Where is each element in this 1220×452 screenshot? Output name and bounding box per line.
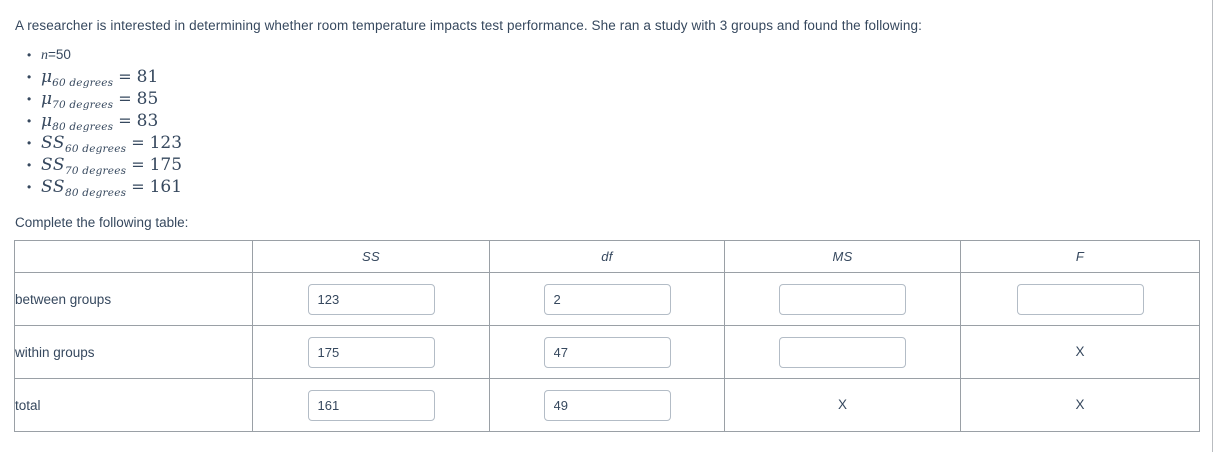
table-row: total X X xyxy=(14,378,1200,432)
equals-mu-70: = xyxy=(118,89,132,108)
not-applicable-mark: X xyxy=(1075,344,1085,359)
value-mu-80: 83 xyxy=(136,111,159,131)
input-between-groups-f[interactable] xyxy=(1016,283,1144,315)
given-item-n: n=50 xyxy=(15,44,182,66)
input-between-groups-ss[interactable] xyxy=(307,283,435,315)
math-expression-ss-60: SS60 degrees =123 xyxy=(41,133,183,155)
input-between-groups-ms[interactable] xyxy=(779,283,906,315)
symbol-ss-60: SS xyxy=(41,133,65,153)
subscript-mu-60: 60 degrees xyxy=(52,77,114,89)
symbol-mu-80: μ xyxy=(41,111,53,131)
input-within-groups-df[interactable] xyxy=(543,336,671,368)
symbol-mu-70: μ xyxy=(41,89,53,109)
given-item-ss-80: SS80 degrees =161 xyxy=(15,176,183,199)
table-instruction: Complete the following table: xyxy=(15,215,189,230)
header-ss: SS xyxy=(252,240,490,273)
math-expression-mu-60: μ60 degrees =81 xyxy=(41,67,159,89)
cell-total-ss xyxy=(252,378,490,432)
not-applicable-mark: X xyxy=(1075,397,1085,412)
cell-between-groups-ms xyxy=(724,272,961,326)
cell-between-groups-f xyxy=(960,272,1200,326)
page-right-rule xyxy=(1212,0,1213,452)
table-header-row: SS df MS F xyxy=(14,240,1200,273)
header-blank xyxy=(14,240,253,273)
cell-between-groups-ss xyxy=(252,272,490,326)
cell-within-groups-ms xyxy=(724,325,961,379)
cell-within-groups-f: X xyxy=(960,325,1200,379)
subscript-mu-70: 70 degrees xyxy=(52,99,114,111)
subscript-ss-60: 60 degrees xyxy=(65,143,127,155)
subscript-ss-70: 70 degrees xyxy=(65,165,127,177)
subscript-ss-80: 80 degrees xyxy=(65,187,127,199)
math-expression-mu-80: μ80 degrees =83 xyxy=(41,111,159,133)
given-item-mu-60: μ60 degrees =81 xyxy=(15,66,182,89)
row-label-between-groups: between groups xyxy=(14,272,253,326)
given-values-list: n=50 μ60 degrees=81 μ70 degrees=85 μ80 d… xyxy=(15,44,183,199)
not-applicable-mark: X xyxy=(837,397,847,412)
cell-within-groups-df xyxy=(489,325,725,379)
cell-between-groups-df xyxy=(489,272,725,326)
header-ms: MS xyxy=(724,240,961,273)
given-item-ss-70: SS70 degrees =175 xyxy=(15,154,183,177)
input-total-df[interactable] xyxy=(543,389,671,421)
cell-total-f: X xyxy=(960,378,1200,432)
input-within-groups-ms[interactable] xyxy=(779,336,906,368)
equals-ss-80: = xyxy=(131,177,145,196)
value-ss-70: 175 xyxy=(149,155,183,175)
equals-ss-60: = xyxy=(131,133,145,152)
value-mu-60: 81 xyxy=(136,67,159,87)
subscript-mu-80: 80 degrees xyxy=(52,121,114,133)
header-f: F xyxy=(960,240,1200,273)
value-mu-70: 85 xyxy=(136,89,159,109)
symbol-n: n xyxy=(41,48,48,63)
math-expression-mu-70: μ70 degrees =85 xyxy=(41,89,159,111)
value-ss-80: 161 xyxy=(149,177,183,197)
math-expression-ss-70: SS70 degrees =175 xyxy=(41,155,183,177)
cell-total-ms: X xyxy=(724,378,961,432)
table-row: within groups X xyxy=(14,325,1200,379)
cell-within-groups-ss xyxy=(252,325,490,379)
equals-mu-60: = xyxy=(118,67,132,86)
input-total-ss[interactable] xyxy=(307,389,435,421)
equals-n: = xyxy=(48,47,56,62)
given-item-mu-70: μ70 degrees =85 xyxy=(15,88,182,111)
row-label-within-groups: within groups xyxy=(14,325,253,379)
math-expression-ss-80: SS80 degrees =161 xyxy=(41,177,183,199)
equals-mu-80: = xyxy=(118,111,132,130)
symbol-ss-80: SS xyxy=(41,177,65,197)
given-item-mu-80: μ80 degrees =83 xyxy=(15,110,182,133)
question-prompt: A researcher is interested in determinin… xyxy=(15,18,922,33)
input-between-groups-df[interactable] xyxy=(543,283,671,315)
symbol-mu-60: μ xyxy=(41,67,53,87)
input-within-groups-ss[interactable] xyxy=(307,336,435,368)
table-row: between groups xyxy=(14,272,1200,326)
value-ss-60: 123 xyxy=(149,133,183,153)
value-n: 50 xyxy=(55,47,71,62)
cell-total-df xyxy=(489,378,725,432)
equals-ss-70: = xyxy=(131,155,145,174)
symbol-ss-70: SS xyxy=(41,155,65,175)
given-item-ss-60: SS60 degrees =123 xyxy=(15,132,183,155)
header-df: df xyxy=(489,240,725,273)
anova-table: SS df MS F between groups xyxy=(14,240,1200,432)
row-label-total: total xyxy=(14,378,253,432)
